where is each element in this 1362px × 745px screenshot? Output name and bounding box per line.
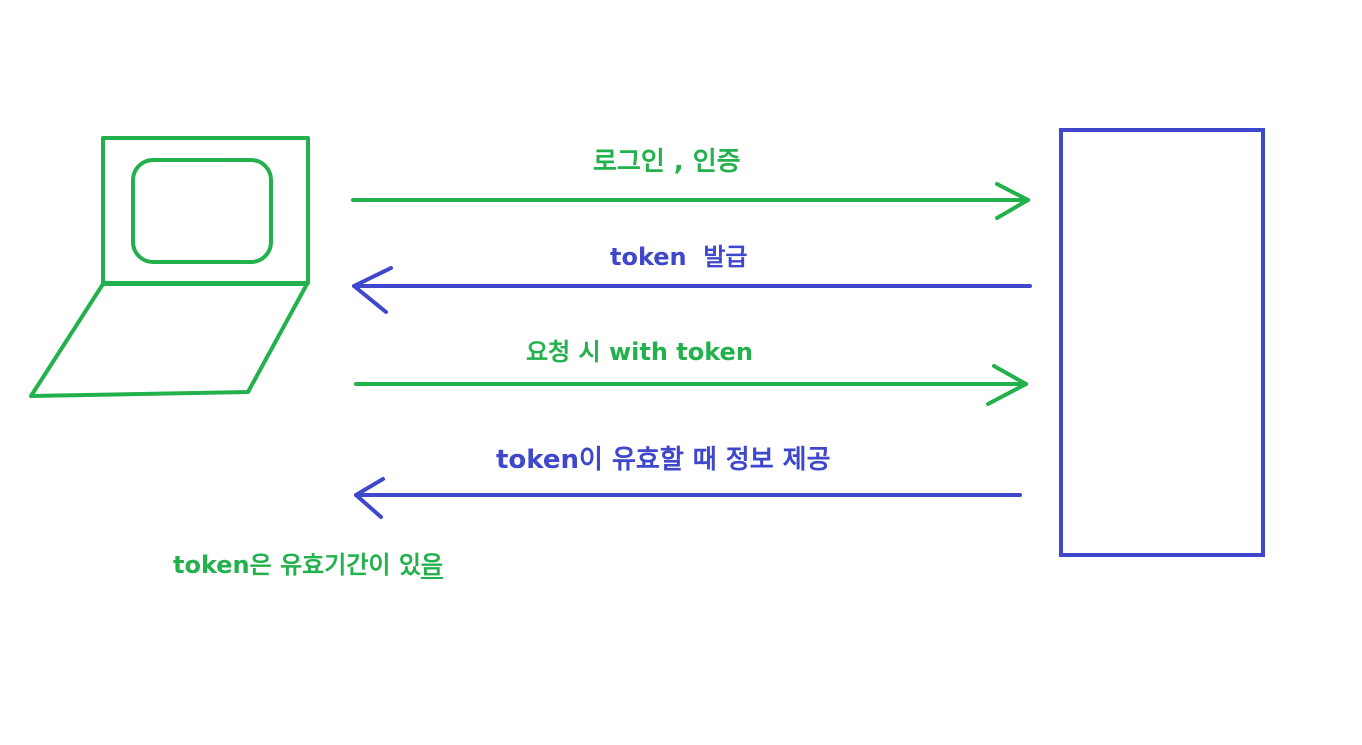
note-token-expiry: token은 유효기간이 있음 [173, 553, 443, 577]
label-info-provide: token이 유효할 때 정보 제공 [496, 445, 831, 475]
laptop-keyboard-base [29, 282, 309, 398]
label-request-with-token: 요청 시 with token [526, 338, 753, 366]
label-login-auth: 로그인 , 인증 [593, 147, 741, 177]
label-token-issue: token 발급 [610, 243, 748, 271]
server-box [1059, 128, 1265, 557]
laptop-icon [29, 136, 310, 398]
arrow-token-issue [352, 266, 1032, 314]
note-text: token은 유효기간이 있 [173, 551, 421, 579]
arrow-login [351, 182, 1030, 220]
note-text-underlined: 음 [420, 551, 444, 579]
laptop-screen [131, 158, 273, 264]
arrow-info-provide [354, 477, 1022, 519]
arrow-request-with-token [354, 364, 1028, 406]
